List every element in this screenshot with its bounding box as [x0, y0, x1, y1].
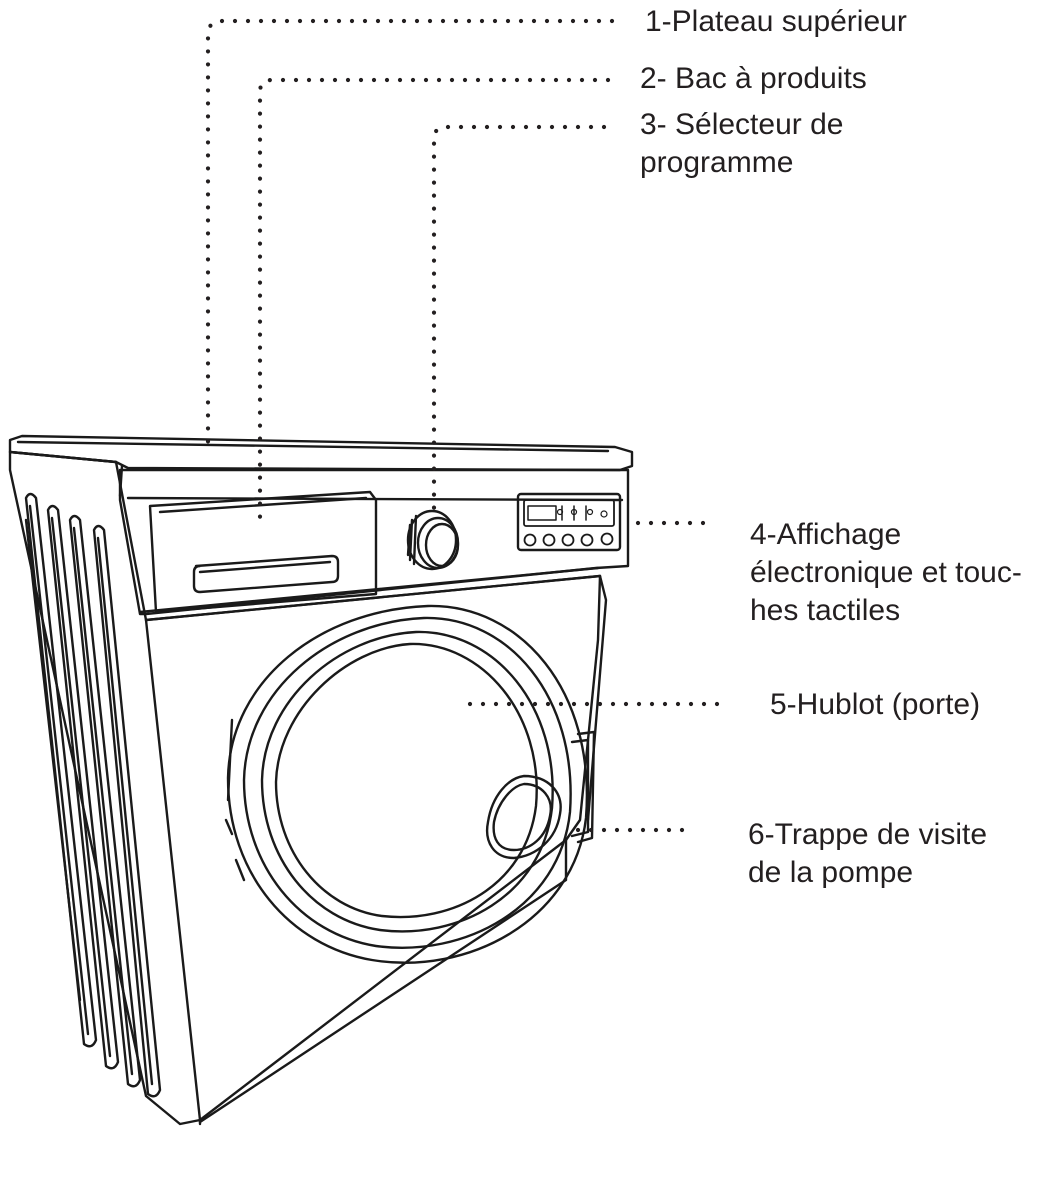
display-panel [516, 492, 622, 552]
top-plate [8, 434, 634, 498]
callout-4-line-3: hes tactiles [750, 594, 901, 627]
detergent-drawer [148, 490, 378, 614]
callout-2-line-1: 2- Bac à produits [640, 62, 867, 95]
pump-hatch [485, 774, 562, 860]
callout-label-display: 4-Affichage électronique et touc- hes ta… [750, 516, 1022, 630]
callout-3-line-1: 3- Sélecteur de [640, 108, 844, 141]
callout-label-pump-hatch: 6-Trappe de visite de la pompe [748, 816, 987, 892]
callout-6-line-1: 6-Trappe de visite [748, 818, 988, 851]
callout-label-top-plate: 1-Plateau supérieur [645, 3, 907, 41]
callout-5-line-1: 5-Hublot (porte) [770, 688, 981, 721]
program-knob [406, 509, 460, 571]
leader-3 [431, 124, 607, 523]
callout-1-line-1: 1-Plateau supérieur [645, 5, 907, 38]
callout-label-program-selector: 3- Sélecteur de programme [640, 106, 843, 182]
callout-label-detergent-drawer: 2- Bac à produits [640, 60, 867, 98]
callout-6-line-2: de la pompe [748, 856, 914, 889]
callout-4-line-1: 4-Affichage [750, 518, 902, 551]
leader-1 [205, 18, 615, 449]
door-porthole [224, 604, 596, 964]
callout-3-line-2: programme [640, 146, 794, 179]
callout-label-door: 5-Hublot (porte) [770, 686, 980, 724]
callout-4-line-2: électronique et touc- [750, 556, 1022, 589]
side-panel [8, 450, 202, 1126]
